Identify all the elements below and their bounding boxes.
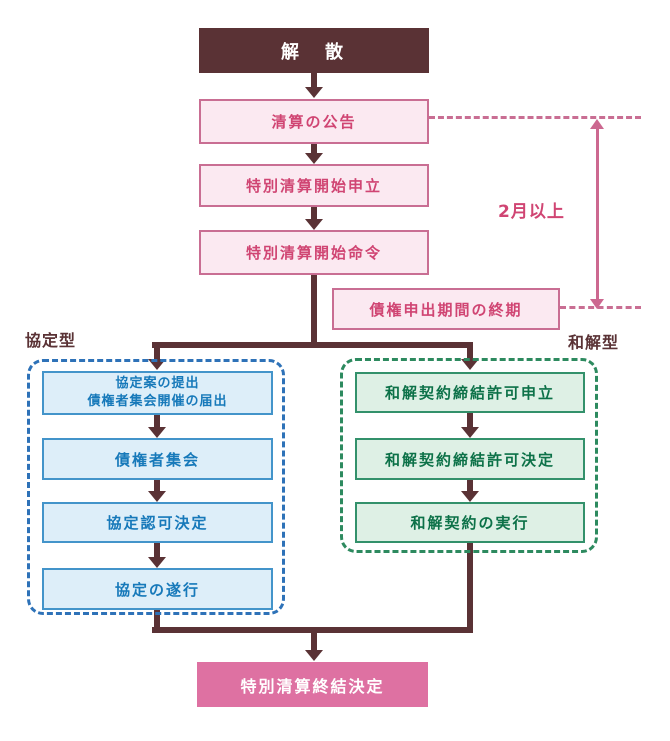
arrow-down-icon <box>148 359 166 370</box>
settlement-step1-box: 和解契約締結許可申立 <box>355 372 585 413</box>
settlement-branch-label: 和解型 <box>568 333 620 352</box>
petition-box: 特別清算開始申立 <box>199 164 429 207</box>
arrow-down-icon <box>148 427 166 438</box>
arrow-down-icon <box>461 427 479 438</box>
duration-label: 2月以上 <box>498 202 565 222</box>
connector-dissolution-announcement <box>311 73 317 88</box>
duration-span-shaft <box>596 128 599 300</box>
agreement-step1-box: 協定案の提出 債権者集会開催の届出 <box>42 371 273 415</box>
connector-split-settlement <box>467 342 473 360</box>
merge-bar <box>152 627 473 633</box>
arrow-down-icon <box>148 491 166 502</box>
agreement-step1-line2: 債権者集会開催の届出 <box>87 394 228 409</box>
agreement-branch-container <box>27 359 285 615</box>
connector-order-split <box>311 275 317 348</box>
arrow-up-icon <box>590 119 604 129</box>
dashed-line-top <box>429 116 641 119</box>
arrow-down-icon <box>305 87 323 98</box>
connector-merge-conclusion <box>311 633 317 651</box>
agreement-branch-label: 協定型 <box>25 331 77 350</box>
connector-agreement-merge <box>154 610 160 633</box>
arrow-down-icon <box>305 219 323 230</box>
agreement-step2-box: 債権者集会 <box>42 438 273 480</box>
arrow-down-icon <box>590 299 604 309</box>
connector-agreement-2-3 <box>154 480 160 491</box>
dissolution-box: 解 散 <box>199 28 429 73</box>
connector-settlement-1-2 <box>467 413 473 427</box>
connector-split-agreement <box>154 342 160 360</box>
connector-announcement-petition <box>311 144 317 154</box>
agreement-step3-box: 協定認可決定 <box>42 502 273 543</box>
agreement-step4-box: 協定の遂行 <box>42 568 273 610</box>
arrow-down-icon <box>305 650 323 661</box>
split-bar <box>152 342 473 348</box>
connector-agreement-1-2 <box>154 415 160 427</box>
order-box: 特別清算開始命令 <box>199 230 429 275</box>
conclusion-box: 特別清算終結決定 <box>197 662 428 707</box>
arrow-down-icon <box>461 491 479 502</box>
claim-deadline-box: 債権申出期間の終期 <box>332 288 560 330</box>
arrow-down-icon <box>461 359 479 370</box>
settlement-step3-box: 和解契約の実行 <box>355 502 585 543</box>
settlement-step2-box: 和解契約締結許可決定 <box>355 438 585 480</box>
settlement-branch-container <box>340 358 598 553</box>
connector-petition-order <box>311 207 317 220</box>
connector-agreement-3-4 <box>154 543 160 558</box>
connector-settlement-2-3 <box>467 480 473 491</box>
announcement-box: 清算の公告 <box>199 99 429 144</box>
arrow-down-icon <box>148 557 166 568</box>
agreement-step1-line1: 協定案の提出 <box>115 376 200 392</box>
connector-settlement-merge <box>467 543 473 633</box>
arrow-down-icon <box>305 153 323 164</box>
